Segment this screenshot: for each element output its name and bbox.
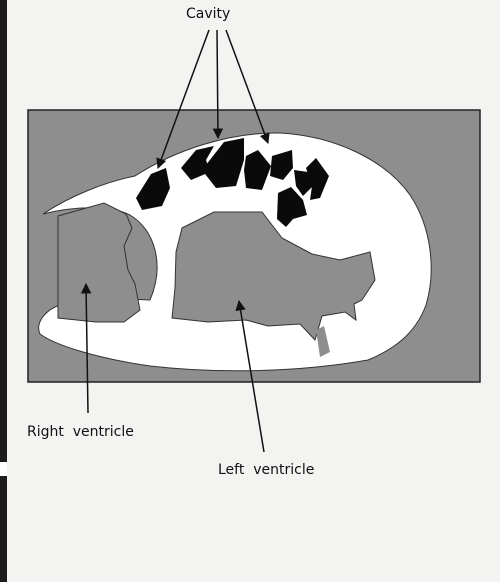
cavity-label: Cavity	[186, 6, 230, 22]
cavity-arrow-middle	[217, 30, 218, 138]
right-ventricle-label: Right ventricle	[27, 424, 134, 440]
left-ventricle-label: Left ventricle	[218, 462, 314, 478]
